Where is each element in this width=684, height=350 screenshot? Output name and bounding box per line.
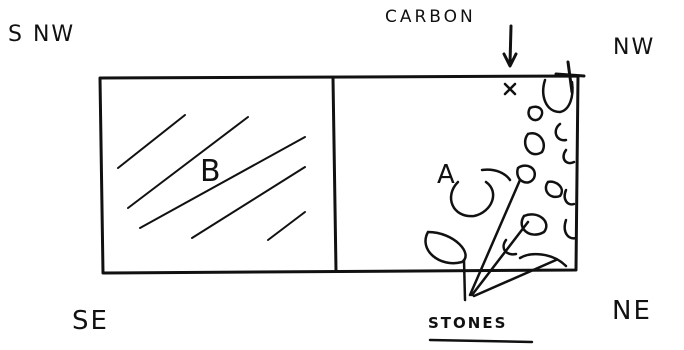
section-divider: [333, 78, 336, 271]
carbon-label: CARBON: [385, 9, 476, 26]
section-b-label: B: [200, 157, 223, 187]
corner-label-bottom-left: SE: [72, 308, 109, 334]
stones-label: STONES: [428, 316, 507, 331]
stones-pointer-lines: [464, 180, 556, 300]
stones-underline: [430, 340, 532, 342]
carbon-arrow: [504, 26, 516, 66]
corner-label-top-right: NW: [613, 37, 655, 59]
corner-label-bottom-right: NE: [612, 298, 652, 324]
corner-label-top-left: S NW: [8, 24, 75, 46]
carbon-find-mark: [505, 84, 515, 94]
section-a-label: A: [437, 162, 457, 188]
